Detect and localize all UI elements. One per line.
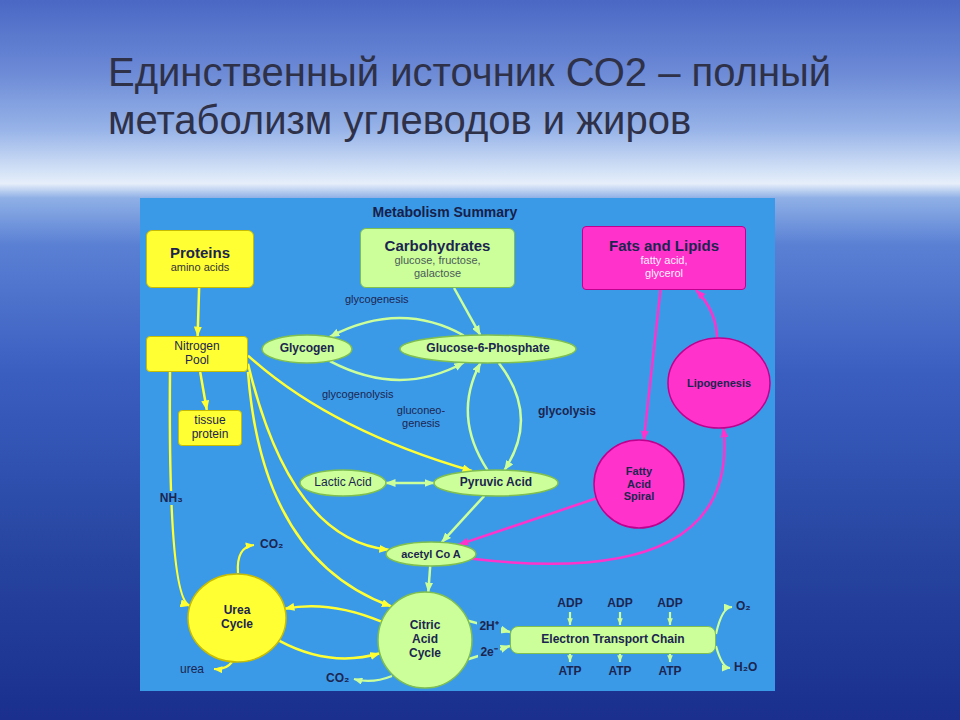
panel-heading: Metabolism Summary [373,204,518,221]
edge-label: glycolysis [538,404,596,418]
metabolite-ellipse: Pyruvic Acid [434,470,558,496]
ellipse-shape [300,470,386,496]
node-title: Electron Transport Chain [541,633,684,647]
atp-arrow [569,654,571,662]
process-circle: Fatty Acid Spiral [594,440,684,528]
node-title: tissue protein [185,414,235,442]
node-subtitle: fatty acid, glycerol [624,254,704,279]
node-title: acetyl Co A [401,548,461,561]
nutrient-box: Proteinsamino acids [146,230,254,288]
flow-arrow [200,372,207,410]
pool-box: tissue protein [178,410,242,446]
adp-label: ADP [557,596,582,610]
flow-arrow [279,641,380,659]
node-title: Nitrogen Pool [166,340,228,368]
ellipse-shape [262,335,352,363]
flow-arrow [442,496,485,543]
adp-arrow [619,612,621,625]
pool-box: Nitrogen Pool [146,336,248,372]
flow-arrow [459,498,597,544]
flow-arrow [499,363,521,470]
atp-label: ATP [558,664,581,678]
product-label: urea [180,662,204,676]
flow-arrow [198,288,200,336]
co2-label: CO₂ [260,537,283,551]
edge-label: 2H⁺ [477,619,500,633]
co2-leader [354,676,392,681]
ellipse-shape [386,542,476,566]
oxygen-label: O₂ [736,599,751,613]
process-circle: Lipogenesis [668,338,770,428]
metabolite-ellipse: Glycogen [262,335,352,363]
atp-label: ATP [658,664,681,678]
flow-arrow [248,356,472,471]
atp-label: ATP [608,664,631,678]
co2-label: CO₂ [326,671,349,685]
atp-arrow [619,654,621,662]
ellipse-shape [594,440,684,528]
edge-label: NH₃ [158,491,185,505]
edge-label: 2e⁻ [478,645,499,659]
node-title: Citric Acid Cycle [400,619,450,660]
water-arrow [716,646,730,668]
node-title: Glycogen [280,342,335,356]
cycle-circle: Citric Acid Cycle [378,592,472,688]
flow-arrow [454,288,480,335]
ellipse-shape [378,592,472,688]
flow-arrow [468,363,488,470]
adp-arrow [669,612,671,625]
flow-arrow [248,372,391,607]
node-subtitle: amino acids [171,261,230,274]
node-title: Glucose-6-Phosphate [426,342,549,356]
ellipse-shape [400,335,576,363]
ellipse-shape [668,338,770,428]
node-title: Pyruvic Acid [460,476,532,490]
node-title: Lactic Acid [314,476,371,490]
node-title: Carbohydrates [385,237,491,254]
cycle-circle: Urea Cycle [188,574,286,662]
slide-title: Единственный источник СО2 – полный метаб… [108,48,928,144]
co2-leader [238,545,254,573]
flow-arrow [468,646,510,659]
flow-arrow [644,290,661,440]
flow-arrow [428,566,430,592]
adp-label: ADP [607,596,632,610]
edge-label: glycogenesis [345,293,409,306]
edge-label: gluconeo- genesis [392,404,450,430]
water-label: H₂O [734,660,757,674]
flow-arrow [285,606,382,621]
atp-arrow [669,654,671,662]
ellipse-shape [434,470,558,496]
flow-arrow [696,290,717,338]
flow-arrow [170,372,190,606]
flow-arrow [330,361,464,380]
flow-arrow [330,318,464,337]
edge-label: glycogenolysis [322,388,394,401]
oxygen-arrow [716,607,732,634]
metabolite-ellipse: Glucose-6-Phosphate [400,335,576,363]
node-title: Lipogenesis [687,377,751,390]
node-title: Proteins [170,244,230,261]
node-title: Fatty Acid Spiral [617,465,661,503]
adp-label: ADP [657,596,682,610]
urea-leader [214,662,232,669]
nutrient-box: Carbohydratesglucose, fructose, galactos… [360,228,515,288]
metabolite-ellipse: Lactic Acid [300,470,386,496]
node-title: Urea Cycle [214,604,260,632]
metabolite-ellipse: acetyl Co A [386,542,476,566]
nutrient-box: Fats and Lipidsfatty acid, glycerol [582,226,746,290]
ellipse-shape [188,574,286,662]
chain-box: Electron Transport Chain [510,626,716,654]
flow-arrow [386,482,434,485]
node-title: Fats and Lipids [609,237,719,254]
adp-arrow [569,612,571,625]
node-subtitle: glucose, fructose, galactose [378,254,498,279]
